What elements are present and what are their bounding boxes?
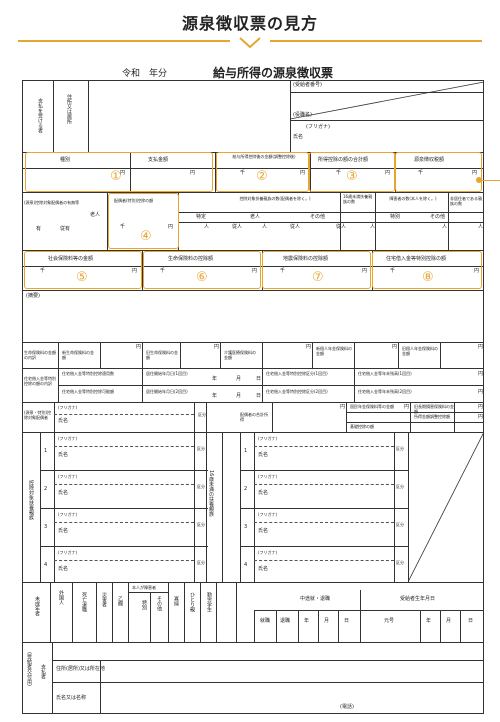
nonresident-header: 非居住者である親族の数 xyxy=(450,196,482,206)
pay-header: 支払金額 xyxy=(148,157,169,163)
highlight-2 xyxy=(216,152,309,192)
under16-mid-label: 16歳未満の扶養親族 xyxy=(208,470,214,517)
header-rule-right xyxy=(270,40,482,42)
total-deduction-header: 所得控除の額の合計額 xyxy=(318,157,369,163)
birthdate-label: 受給者生年月日 xyxy=(400,596,436,602)
highlight-1 xyxy=(25,152,213,192)
badge-4: ④ xyxy=(140,229,152,244)
housing-breakdown-title: 住宅借入金等特別控除の額の内訳 xyxy=(24,376,56,386)
form-title: 給与所得の源泉徴収票 xyxy=(213,66,334,80)
highlight-4 xyxy=(108,193,179,249)
spouse-special-header: 配偶者(特別)控除の額 xyxy=(114,198,154,203)
highlight-withholding xyxy=(395,152,482,192)
furigana-label: (フリガナ) xyxy=(306,124,330,130)
badge-6: ⑥ xyxy=(196,270,208,285)
dependents-left-label: 控除対象扶養親族 xyxy=(28,480,34,520)
payer-label: 支払者 xyxy=(40,664,46,679)
after-deduction-header: 給与所得控除後の金額(調整控除後) xyxy=(232,154,296,159)
badge-5: ⑤ xyxy=(76,270,88,285)
form-frame xyxy=(22,80,484,714)
address-label: 住所又は居所 xyxy=(66,94,72,124)
page-title: 源泉徴収票の見方 xyxy=(181,14,318,33)
pointer-dot-icon xyxy=(476,177,482,183)
badge-3: ③ xyxy=(346,169,358,184)
header-chevron-icon xyxy=(239,37,261,49)
highlight-8 xyxy=(372,251,482,289)
badge-1: ① xyxy=(110,169,122,184)
spouse-source-label: (源泉・特別)控除対象配偶者 xyxy=(24,410,52,420)
remarks-label: (摘要) xyxy=(26,293,40,299)
highlight-5 xyxy=(24,251,142,289)
social-insurance-header: 社会保険料等の金額 xyxy=(48,256,94,262)
highlight-6 xyxy=(143,251,261,289)
badge-2: ② xyxy=(256,169,268,184)
recipient-label: 支払を受ける者 xyxy=(37,98,43,133)
life-insurance-header: 生命保険料の控除額 xyxy=(168,256,214,262)
types-header: 種別 xyxy=(60,157,71,163)
under16-header: 16歳未満扶養親族の数 xyxy=(343,194,373,204)
name-label: 氏名 xyxy=(293,134,304,140)
highlight-7 xyxy=(262,251,371,289)
job-label: (役職名) xyxy=(293,112,312,118)
header-rule-left xyxy=(18,40,230,42)
spouse-total-label: 配偶者の合計所得 xyxy=(240,412,268,422)
change-label: 中途就・退職 xyxy=(300,596,331,602)
side-note: (受給者交付用) xyxy=(26,652,32,686)
earthquake-header: 地震保険料の控除額 xyxy=(283,256,329,262)
badge-8: ⑧ xyxy=(422,270,434,285)
life-breakdown-title: 生命保険料の金額の内訳 xyxy=(24,350,56,360)
beneficiary-no-label: (受給者番号) xyxy=(293,82,322,88)
spouse-source-header: (源泉)控除対象配偶者の有無等 xyxy=(24,200,80,205)
disabled-header: 障害者の数(本人を除く。) xyxy=(389,196,437,201)
withholding-header: 源泉徴収税額 xyxy=(414,157,445,163)
badge-7: ⑦ xyxy=(312,270,324,285)
highlight-3 xyxy=(309,152,395,192)
housing-loan-header: 住宅借入金等特別控除の額 xyxy=(386,256,447,262)
dependents-header: 控除対象扶養親族の数(配偶者を除く。) xyxy=(239,196,311,201)
era-label: 令和 年分 xyxy=(122,69,168,79)
pointer-line xyxy=(480,180,500,181)
